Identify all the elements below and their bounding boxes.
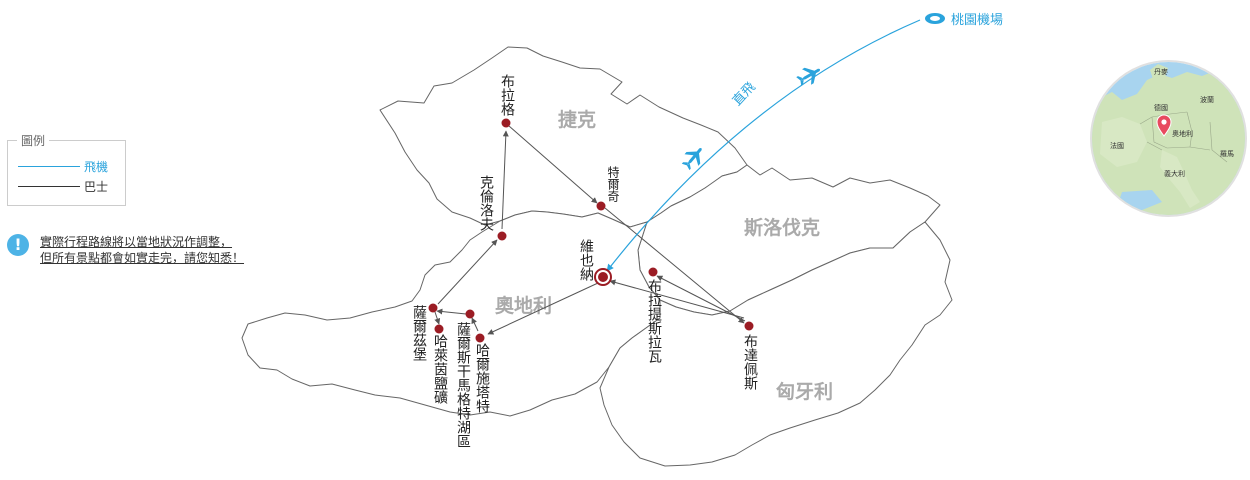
inset-label-austria: 奧地利 [1172, 129, 1193, 138]
airport-icon [925, 13, 945, 24]
note-line-1: 實際行程路線將以當地狀況作調整， [40, 235, 233, 249]
city-marker-salzkammergut[interactable] [465, 309, 475, 319]
city-marker-hallein[interactable] [434, 324, 444, 334]
city-marker-telc[interactable] [596, 201, 606, 211]
flight-line-swatch [18, 165, 80, 167]
city-marker-prague[interactable] [501, 118, 511, 128]
country-label-czech: 捷克 [558, 108, 596, 131]
city-label-krumlov: 克倫洛夫 [478, 175, 494, 231]
bus-route-prague-telc [508, 125, 598, 204]
airplane-icon [794, 61, 825, 90]
city-marker-krumlov[interactable] [497, 231, 507, 241]
bus-route-salzburg-hallein [434, 311, 441, 325]
city-marker-bratislava[interactable] [648, 267, 658, 277]
bus-route-hallein-krumlov [437, 239, 498, 305]
bus-line-swatch [18, 185, 80, 187]
flight-route [606, 19, 921, 272]
country-label-hungary: 匈牙利 [776, 380, 833, 403]
austria-border [241, 210, 661, 417]
inset-label-romania: 羅馬 [1220, 150, 1234, 158]
airport-marker: 桃園機場 [925, 9, 1003, 28]
capital-marker-vienna[interactable] [594, 268, 612, 286]
hungary-border [599, 221, 953, 467]
city-label-hallstatt: 哈爾施塔特 [474, 343, 490, 413]
bus-route-bratislava-vienna [609, 279, 745, 319]
legend-bus-label: 巴士 [84, 179, 109, 194]
city-label-bratislava: 布拉提斯拉瓦 [646, 279, 662, 363]
bus-route-hallstatt-salzkammergut [471, 317, 479, 332]
city-label-salzburg: 薩爾茲堡 [411, 305, 427, 361]
bus-route-krumlov-prague [501, 130, 509, 230]
country-borders [241, 46, 953, 467]
itinerary-note: ! 實際行程路線將以當地狀況作調整， 但所有景點都會如實走完，請您知悉！ [7, 234, 244, 266]
bus-route-telc-budapest [604, 207, 745, 324]
country-label-slovakia: 斯洛伐克 [744, 216, 820, 239]
city-marker-budapest[interactable] [744, 321, 754, 331]
note-line-2: 但所有景點都會如實走完，請您知悉！ [40, 251, 245, 265]
bus-routes [434, 125, 746, 335]
bus-route-budapest-bratislava [656, 275, 746, 322]
inset-label-italy: 義大利 [1164, 169, 1185, 178]
city-label-budapest: 布達佩斯 [742, 334, 758, 390]
inset-label-poland: 波蘭 [1200, 95, 1214, 104]
city-marker-salzburg[interactable] [428, 303, 438, 313]
city-label-salzkammergut: 薩爾斯干馬格特湖區 [455, 322, 471, 448]
city-label-telc: 特爾奇 [606, 166, 620, 202]
inset-label-france: 法國 [1110, 141, 1124, 150]
map-legend: 圖例 飛機 巴士 [7, 132, 126, 206]
country-label-austria: 奧地利 [495, 294, 552, 317]
europe-inset-map: 丹麥 波蘭 德國 奧地利 法國 羅馬 義大利 [1090, 60, 1247, 217]
legend-row-flight: 飛機 [18, 158, 108, 174]
inset-label-denmark: 丹麥 [1154, 67, 1168, 76]
bus-route-salzkammergut-salzburg [436, 308, 467, 315]
airport-label: 桃園機場 [951, 13, 1004, 28]
legend-title: 圖例 [17, 132, 50, 149]
city-markers [428, 118, 754, 343]
legend-row-bus: 巴士 [18, 178, 108, 194]
inset-label-germany: 德國 [1154, 103, 1168, 112]
exclamation-icon: ! [7, 234, 29, 256]
city-label-vienna: 維也納 [578, 239, 594, 281]
city-label-prague: 布拉格 [499, 74, 515, 116]
city-marker-hallstatt[interactable] [475, 333, 485, 343]
city-label-hallein: 哈萊茵鹽礦 [432, 334, 448, 404]
location-pin-icon [1156, 114, 1172, 137]
legend-flight-label: 飛機 [84, 159, 109, 174]
bus-route-vienna-hallstatt [487, 282, 599, 335]
